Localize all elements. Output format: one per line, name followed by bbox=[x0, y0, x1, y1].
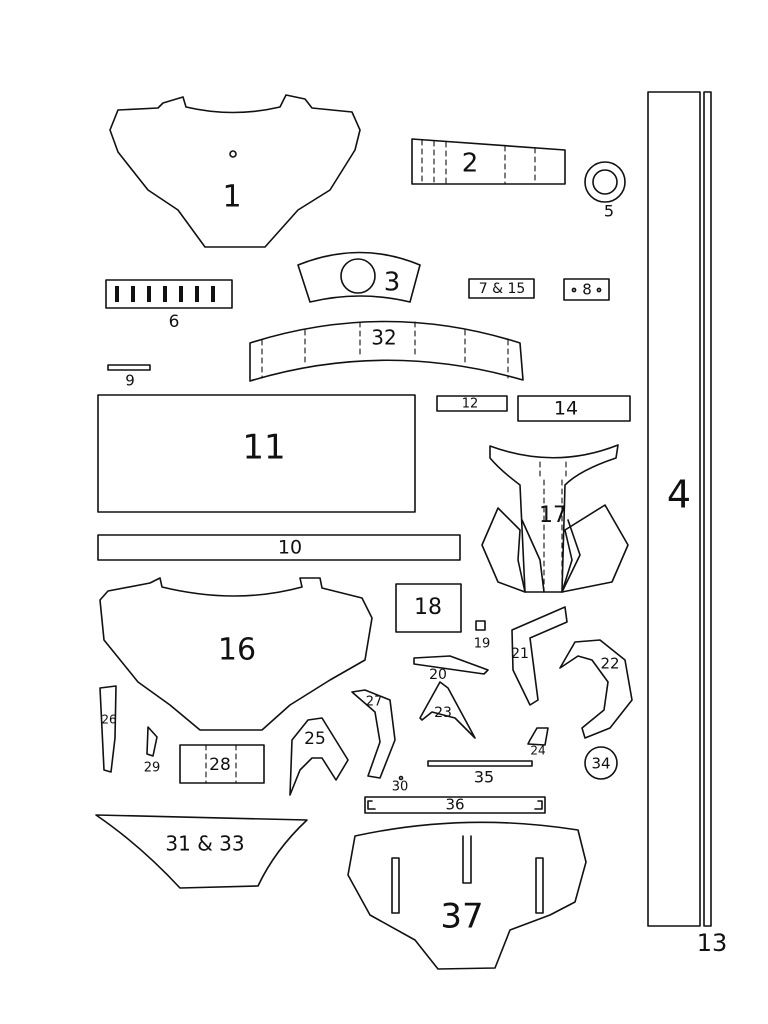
piece-4-label: 4 bbox=[667, 473, 691, 517]
piece-21: 21 bbox=[511, 606, 568, 706]
piece-31-and-33: 31 & 33 bbox=[95, 814, 308, 889]
piece-13: 13 bbox=[697, 91, 728, 957]
piece-28: 28 bbox=[179, 744, 265, 784]
piece-4: 4 bbox=[647, 91, 701, 927]
piece-32: 32 bbox=[249, 320, 524, 382]
piece-16-label: 16 bbox=[218, 633, 256, 668]
piece-24-label: 24 bbox=[530, 744, 545, 758]
piece-25-label: 25 bbox=[304, 729, 326, 749]
piece-28-label: 28 bbox=[209, 755, 231, 775]
piece-1-label: 1 bbox=[222, 180, 241, 215]
piece-30-label: 30 bbox=[392, 780, 409, 795]
piece-11: 11 bbox=[97, 394, 416, 513]
piece-18: 18 bbox=[395, 583, 462, 633]
piece-10: 10 bbox=[97, 534, 461, 561]
piece-2: 2 bbox=[411, 138, 566, 185]
piece-34-label: 34 bbox=[591, 755, 610, 773]
piece-22-label: 22 bbox=[600, 655, 619, 673]
piece-2-label: 2 bbox=[462, 149, 479, 179]
piece-3: 3 bbox=[297, 251, 421, 303]
piece-11-label: 11 bbox=[242, 428, 285, 468]
piece-14: 14 bbox=[517, 395, 631, 422]
piece-20: 20 bbox=[413, 655, 489, 683]
piece-23: 23 bbox=[419, 681, 476, 739]
piece-22: 22 bbox=[559, 639, 633, 739]
piece-6-label: 6 bbox=[169, 312, 180, 332]
piece-9: 9 bbox=[107, 364, 151, 390]
piece-17: 17 bbox=[481, 444, 629, 593]
piece-12: 12 bbox=[436, 395, 508, 412]
piece-37-label: 37 bbox=[440, 897, 483, 937]
piece-6: 6 bbox=[105, 279, 233, 332]
piece-10-label: 10 bbox=[278, 537, 302, 559]
piece-16: 16 bbox=[99, 577, 373, 731]
piece-7-and-15: 7 & 15 bbox=[468, 278, 535, 299]
piece-25: 25 bbox=[289, 717, 349, 796]
piece-29: 29 bbox=[144, 726, 161, 776]
piece-35-label: 35 bbox=[474, 768, 494, 787]
piece-18-label: 18 bbox=[414, 595, 442, 620]
piece-3-label: 3 bbox=[384, 268, 401, 298]
piece-27-label: 27 bbox=[366, 695, 383, 710]
piece-36-label: 36 bbox=[445, 796, 464, 814]
piece-19-label: 19 bbox=[474, 637, 491, 652]
piece-5: 5 bbox=[584, 161, 626, 221]
piece-31-33-label: 31 & 33 bbox=[165, 832, 244, 856]
piece-26-label: 26 bbox=[101, 713, 116, 727]
piece-8: 8 bbox=[563, 278, 610, 301]
piece-14-label: 14 bbox=[554, 398, 578, 420]
piece-30: 30 bbox=[392, 775, 409, 795]
piece-24: 24 bbox=[527, 727, 549, 758]
piece-29-label: 29 bbox=[144, 761, 161, 776]
piece-5-label: 5 bbox=[604, 202, 614, 221]
piece-12-label: 12 bbox=[462, 397, 479, 412]
piece-32-label: 32 bbox=[371, 326, 396, 350]
piece-17-label: 17 bbox=[539, 503, 567, 528]
piece-34: 34 bbox=[584, 746, 618, 780]
piece-9-label: 9 bbox=[125, 372, 135, 390]
piece-23-label: 23 bbox=[434, 705, 452, 721]
piece-37: 37 bbox=[347, 821, 587, 970]
piece-20-label: 20 bbox=[429, 667, 447, 683]
piece-19: 19 bbox=[474, 620, 491, 652]
piece-35: 35 bbox=[427, 760, 533, 787]
piece-13-label: 13 bbox=[697, 929, 728, 957]
piece-21-label: 21 bbox=[511, 646, 529, 662]
piece-26: 26 bbox=[99, 685, 117, 773]
piece-27: 27 bbox=[351, 689, 396, 779]
piece-36: 36 bbox=[364, 796, 546, 814]
piece-8-label: 8 bbox=[582, 281, 592, 299]
piece-7-15-label: 7 & 15 bbox=[479, 281, 526, 297]
piece-1: 1 bbox=[109, 94, 361, 248]
